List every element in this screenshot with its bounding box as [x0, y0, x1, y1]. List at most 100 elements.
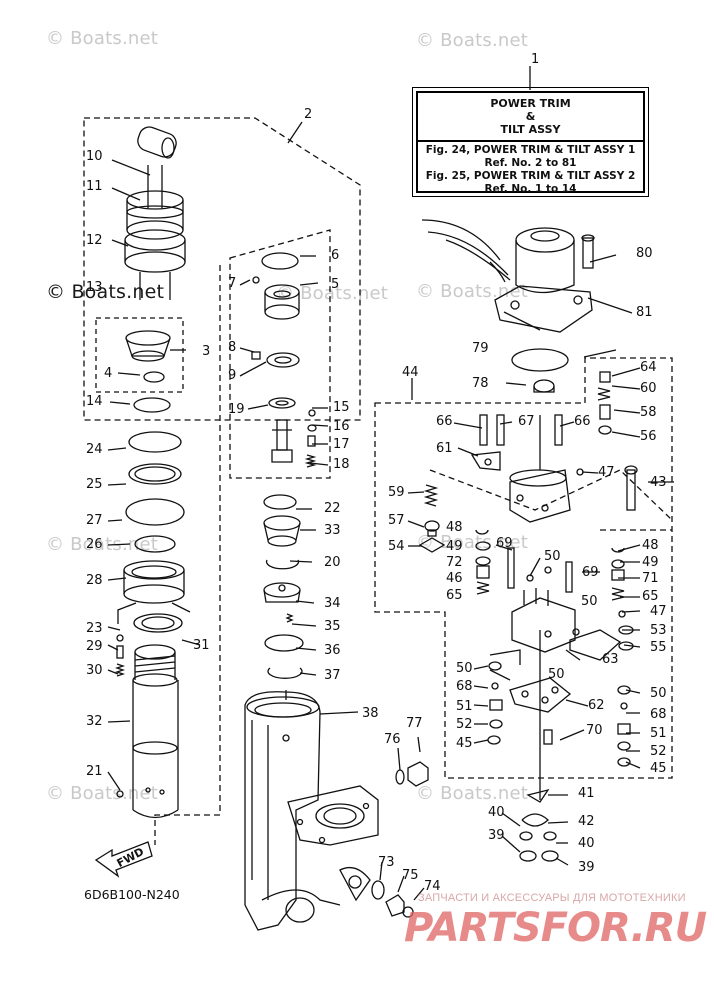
callout-65: 65: [446, 588, 463, 603]
callout-16: 16: [333, 419, 350, 434]
callout-39: 39: [578, 860, 595, 875]
callout-31: 31: [193, 638, 210, 653]
callout-50: 50: [548, 667, 565, 682]
callout-27: 27: [86, 513, 103, 528]
callout-37: 37: [324, 668, 341, 683]
callout-48: 48: [642, 538, 659, 553]
callout-29: 29: [86, 639, 103, 654]
callout-6: 6: [331, 248, 340, 263]
callout-10: 10: [86, 149, 103, 164]
callout-12: 12: [86, 233, 103, 248]
callout-50: 50: [581, 594, 598, 609]
callout-14: 14: [86, 394, 103, 409]
callout-64: 64: [640, 360, 657, 375]
callout-28: 28: [86, 573, 103, 588]
assy-44-outline: [374, 357, 673, 779]
ref-line: Ref. No. 2 to 81: [484, 157, 577, 169]
callout-69: 69: [582, 565, 599, 580]
figure-code: 6D6B100-N240: [84, 887, 180, 902]
watermark: © Boats.net: [416, 783, 529, 804]
callout-51: 51: [650, 726, 667, 741]
callout-71: 71: [642, 571, 659, 586]
callout-46: 46: [446, 571, 463, 586]
callout-11: 11: [86, 179, 103, 194]
callout-2: 2: [304, 107, 313, 122]
title-line: &: [525, 110, 536, 123]
callout-50: 50: [650, 686, 667, 701]
divider: [418, 140, 643, 142]
callout-67: 67: [518, 414, 535, 429]
callout-70: 70: [586, 723, 603, 738]
callout-30: 30: [86, 663, 103, 678]
callout-80: 80: [636, 246, 653, 261]
watermark: © Boats.net: [46, 783, 159, 804]
callout-45: 45: [650, 761, 667, 776]
callout-36: 36: [324, 643, 341, 658]
callout-50: 50: [456, 661, 473, 676]
callout-34: 34: [324, 596, 341, 611]
callout-13: 13: [86, 280, 103, 295]
callout-68: 68: [456, 679, 473, 694]
callout-18: 18: [333, 457, 350, 472]
callout-23: 23: [86, 621, 103, 636]
callout-42: 42: [578, 814, 595, 829]
callout-17: 17: [333, 437, 350, 452]
callout-69: 69: [496, 536, 513, 551]
callout-52: 52: [650, 744, 667, 759]
watermark: © Boats.net: [416, 532, 529, 553]
watermark-overlay: © Boats.net: [46, 281, 165, 303]
watermark: © Boats.net: [276, 283, 389, 304]
callout-1: 1: [531, 52, 540, 67]
callout-48: 48: [446, 520, 463, 535]
callout-7: 7: [228, 276, 237, 291]
ref-line: Ref. No. 1 to 14: [484, 183, 577, 195]
assembly-title-box: POWER TRIM & TILT ASSY Fig. 24, POWER TR…: [412, 87, 649, 197]
callout-51: 51: [456, 699, 473, 714]
callout-59: 59: [388, 485, 405, 500]
callout-66: 66: [436, 414, 453, 429]
callout-15: 15: [333, 400, 350, 415]
callout-33: 33: [324, 523, 341, 538]
callout-41: 41: [578, 786, 595, 801]
callout-45: 45: [456, 736, 473, 751]
callout-74: 74: [424, 879, 441, 894]
callout-32: 32: [86, 714, 103, 729]
callout-19: 19: [228, 402, 245, 417]
callout-49: 49: [642, 555, 659, 570]
callout-78: 78: [472, 376, 489, 391]
callout-8: 8: [228, 340, 237, 355]
watermark: © Boats.net: [416, 30, 529, 51]
callout-75: 75: [402, 868, 419, 883]
callout-25: 25: [86, 477, 103, 492]
callout-65: 65: [642, 589, 659, 604]
callout-35: 35: [324, 619, 341, 634]
assy-3-outline: [95, 317, 184, 393]
callout-4: 4: [104, 366, 113, 381]
callout-49: 49: [446, 539, 463, 554]
callout-61: 61: [436, 441, 453, 456]
callout-44: 44: [402, 365, 419, 380]
callout-39: 39: [488, 828, 505, 843]
sub-assy-outline: [229, 229, 331, 479]
callout-24: 24: [86, 442, 103, 457]
partner-tagline: ЗАПЧАСТИ И АКСЕССУАРЫ ДЛЯ МОТОТЕХНИКИ: [418, 892, 686, 904]
callout-79: 79: [472, 341, 489, 356]
callout-54: 54: [388, 539, 405, 554]
callout-53: 53: [650, 623, 667, 638]
callout-47: 47: [598, 465, 615, 480]
callout-40: 40: [488, 805, 505, 820]
title-line: POWER TRIM: [490, 97, 571, 110]
callout-72: 72: [446, 555, 463, 570]
callout-9: 9: [228, 368, 237, 383]
callout-20: 20: [324, 555, 341, 570]
callout-76: 76: [384, 732, 401, 747]
callout-47: 47: [650, 604, 667, 619]
callout-40: 40: [578, 836, 595, 851]
callout-63: 63: [602, 652, 619, 667]
callout-55: 55: [650, 640, 667, 655]
callout-68: 68: [650, 707, 667, 722]
callout-73: 73: [378, 855, 395, 870]
ref-line: Fig. 24, POWER TRIM & TILT ASSY 1: [425, 144, 636, 156]
callout-43: 43: [650, 475, 667, 490]
